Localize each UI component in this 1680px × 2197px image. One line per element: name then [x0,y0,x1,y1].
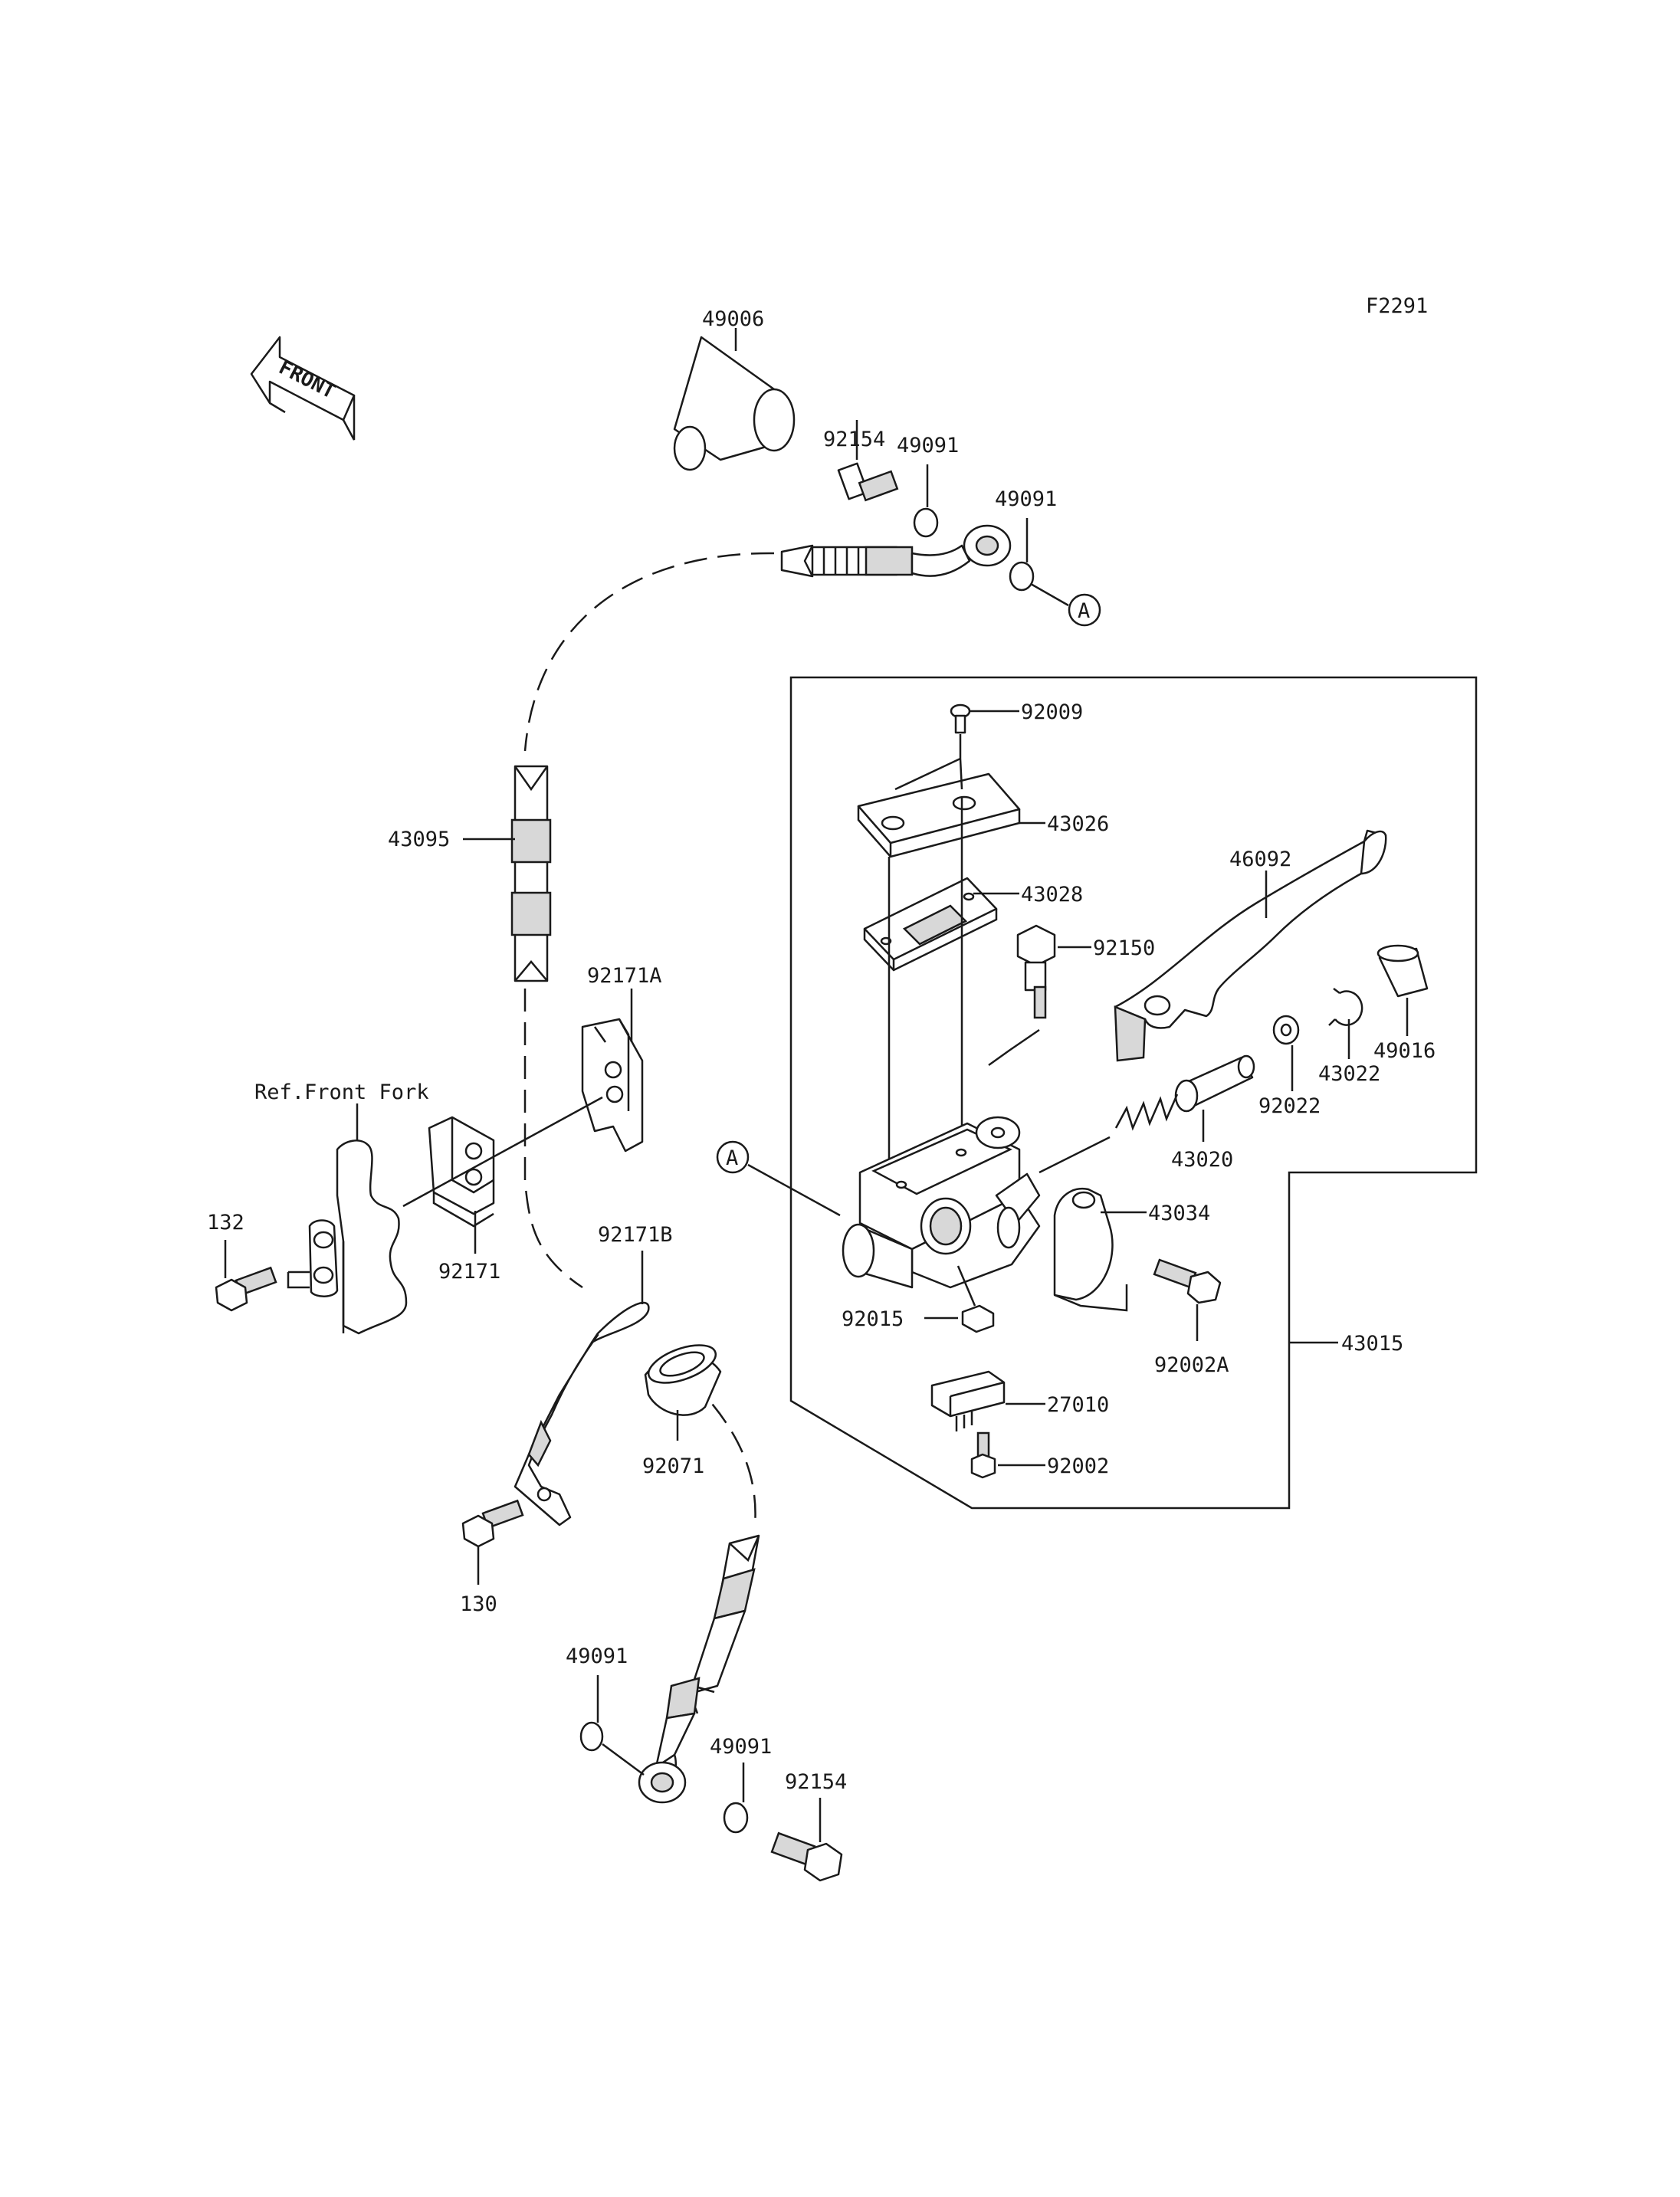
part-46092-brake-lever [1114,829,1387,1062]
front-fork-bracket [287,1139,408,1335]
label-92171[interactable]: 92171 [438,1260,500,1284]
label-43022[interactable]: 43022 [1318,1062,1380,1086]
part-43028-diaphragm [863,877,998,972]
part-43034-clamp [1053,1188,1114,1301]
part-49091-washer [723,1802,749,1834]
part-43026-cap [857,772,1021,858]
part-92022-washer [1272,1015,1300,1045]
label-49006[interactable]: 49006 [702,307,764,331]
part-130-bolt [461,1499,524,1548]
hose-top-fitting [780,524,1012,578]
part-92154-banjo-bolt [770,1831,843,1882]
label-43026[interactable]: 43026 [1047,812,1109,836]
part-92150-pivot-bolt [1016,924,1056,1019]
label-92015[interactable]: 92015 [842,1307,904,1331]
part-92154-banjo-bolt [837,462,899,502]
marker-a-right-label: A [726,1146,738,1170]
part-43020-piston [1114,1054,1255,1131]
part-92071-grommet [644,1344,722,1416]
assembly-43015-frame [789,676,1478,1510]
label-43015[interactable]: 43015 [1341,1332,1403,1356]
part-49091-washer [1009,561,1035,592]
label-92171B[interactable]: 92171B [598,1223,673,1247]
part-92015-nut [961,1304,995,1333]
part-92171-bracket [428,1116,495,1228]
label-92071[interactable]: 92071 [642,1454,704,1478]
label-92154-top[interactable]: 92154 [823,428,885,451]
brake-hose-path [523,552,775,752]
label-92002A[interactable]: 92002A [1154,1353,1229,1377]
part-92009-screw [950,703,971,734]
part-92171b-clip [514,1301,650,1526]
label-92009[interactable]: 92009 [1021,700,1083,724]
label-92002[interactable]: 92002 [1047,1454,1109,1478]
part-49091-washer [579,1721,604,1752]
label-132[interactable]: 132 [207,1211,244,1235]
label-92171A[interactable]: 92171A [587,964,662,988]
part-43022-circlip [1328,988,1363,1026]
label-27010[interactable]: 27010 [1047,1393,1109,1417]
marker-a-right [716,1140,750,1174]
label-46092[interactable]: 46092 [1229,848,1291,871]
master-cylinder-body [842,1116,1041,1289]
label-49091-bot1[interactable]: 49091 [566,1644,628,1668]
part-49091-washer [913,507,939,538]
front-arrow-icon: FRONT [250,336,356,441]
brake-hose-lower [638,1534,760,1804]
label-49091-top2[interactable]: 49091 [995,487,1057,511]
part-43095-hose [510,765,552,982]
part-49006-cover [673,336,796,471]
part-92002a-bolt [1153,1258,1222,1304]
part-27010-switch [930,1370,1006,1431]
part-92171a-clamp [581,1018,644,1153]
part-92002-screw [970,1431,996,1479]
label-49091-bot2[interactable]: 49091 [710,1735,772,1759]
label-49016[interactable]: 49016 [1373,1039,1436,1063]
part-132-bolt [215,1266,277,1312]
label-92022[interactable]: 92022 [1258,1094,1321,1118]
marker-a-top [1068,593,1101,627]
label-43034[interactable]: 43034 [1148,1202,1210,1225]
label-92150[interactable]: 92150 [1093,936,1155,960]
figure-code: F2291 [1366,294,1428,318]
label-92154-bot[interactable]: 92154 [785,1770,847,1794]
part-49016-boot [1376,944,1429,998]
label-43095[interactable]: 43095 [388,828,450,851]
marker-a-top-label: A [1078,599,1090,623]
label-43028[interactable]: 43028 [1021,883,1083,907]
ref-front-fork-note: Ref.Front Fork [254,1080,429,1104]
label-49091-top1[interactable]: 49091 [897,434,959,457]
label-43020[interactable]: 43020 [1171,1148,1233,1172]
label-130[interactable]: 130 [460,1592,497,1616]
